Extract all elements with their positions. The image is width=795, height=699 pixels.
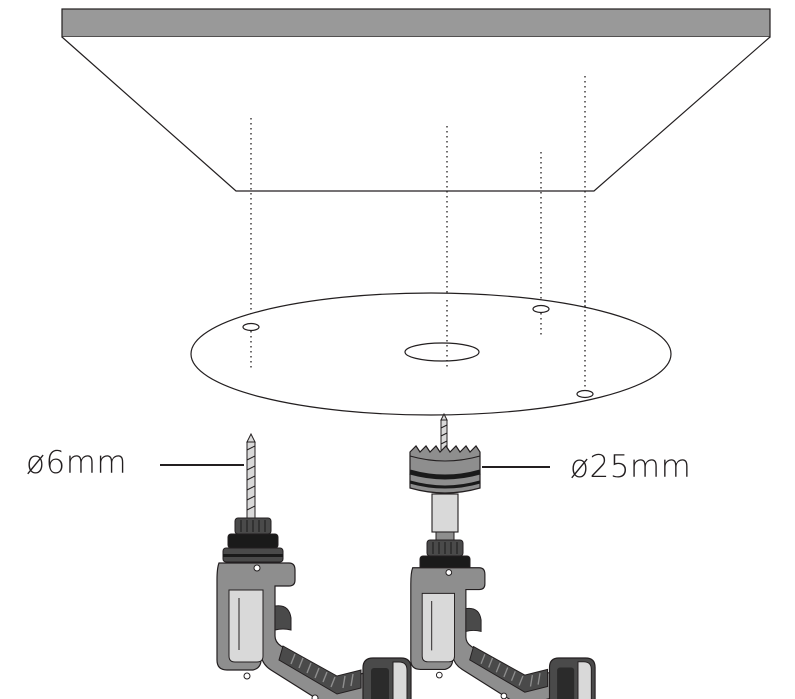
hole-saw-icon bbox=[409, 445, 481, 494]
hole-saw-drill-icon bbox=[409, 412, 596, 699]
alignment-lines bbox=[250, 76, 586, 390]
ceiling-edge bbox=[61, 8, 771, 38]
drill-bit-icon bbox=[246, 432, 256, 523]
ceiling-panel bbox=[61, 8, 771, 192]
hole-saw-size-label: ø25mm bbox=[570, 449, 692, 485]
screw-hole bbox=[532, 304, 550, 314]
ceiling-frustum bbox=[61, 36, 771, 192]
bit-size-label: ø6mm bbox=[26, 445, 128, 481]
center-hole bbox=[404, 342, 480, 362]
screw-hole bbox=[576, 389, 594, 399]
screw-hole bbox=[242, 322, 260, 332]
drill-icon bbox=[160, 432, 412, 699]
mounting-plate bbox=[190, 292, 672, 416]
